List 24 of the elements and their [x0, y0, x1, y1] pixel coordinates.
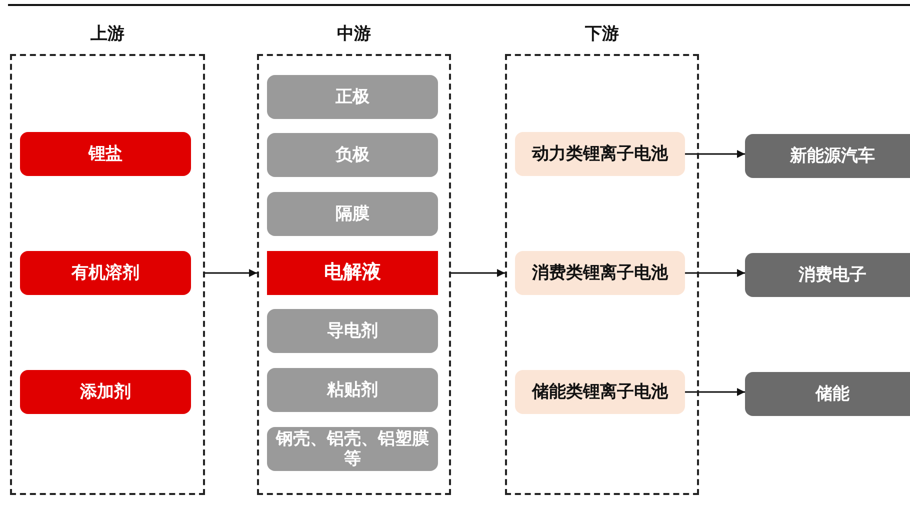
component-box: 负极 — [267, 133, 438, 177]
component-box: 有机溶剂 — [20, 251, 191, 295]
arrow — [451, 269, 505, 277]
application-box: 新能源汽车 — [745, 134, 910, 178]
component-box: 导电剂 — [267, 309, 438, 353]
application-box: 储能 — [745, 372, 910, 416]
stage-heading: 上游 — [90, 23, 126, 45]
application-box: 消费电子 — [745, 253, 910, 297]
component-box: 正极 — [267, 75, 438, 119]
component-box: 锂盐 — [20, 132, 191, 176]
stage-heading: 中游 — [336, 23, 372, 45]
arrow — [205, 269, 257, 277]
component-box: 钢壳、铝壳、铝塑膜等 — [267, 427, 438, 471]
highlight-box: 电解液 — [267, 251, 438, 295]
battery-box: 消费类锂离子电池 — [515, 251, 685, 295]
component-box: 隔膜 — [267, 192, 438, 236]
battery-box: 储能类锂离子电池 — [515, 370, 685, 414]
arrow — [685, 388, 745, 396]
component-box: 添加剂 — [20, 370, 191, 414]
battery-box: 动力类锂离子电池 — [515, 132, 685, 176]
stage-heading: 下游 — [584, 23, 620, 45]
arrow — [685, 269, 745, 277]
component-box: 粘贴剂 — [267, 368, 438, 412]
arrow — [685, 150, 745, 158]
